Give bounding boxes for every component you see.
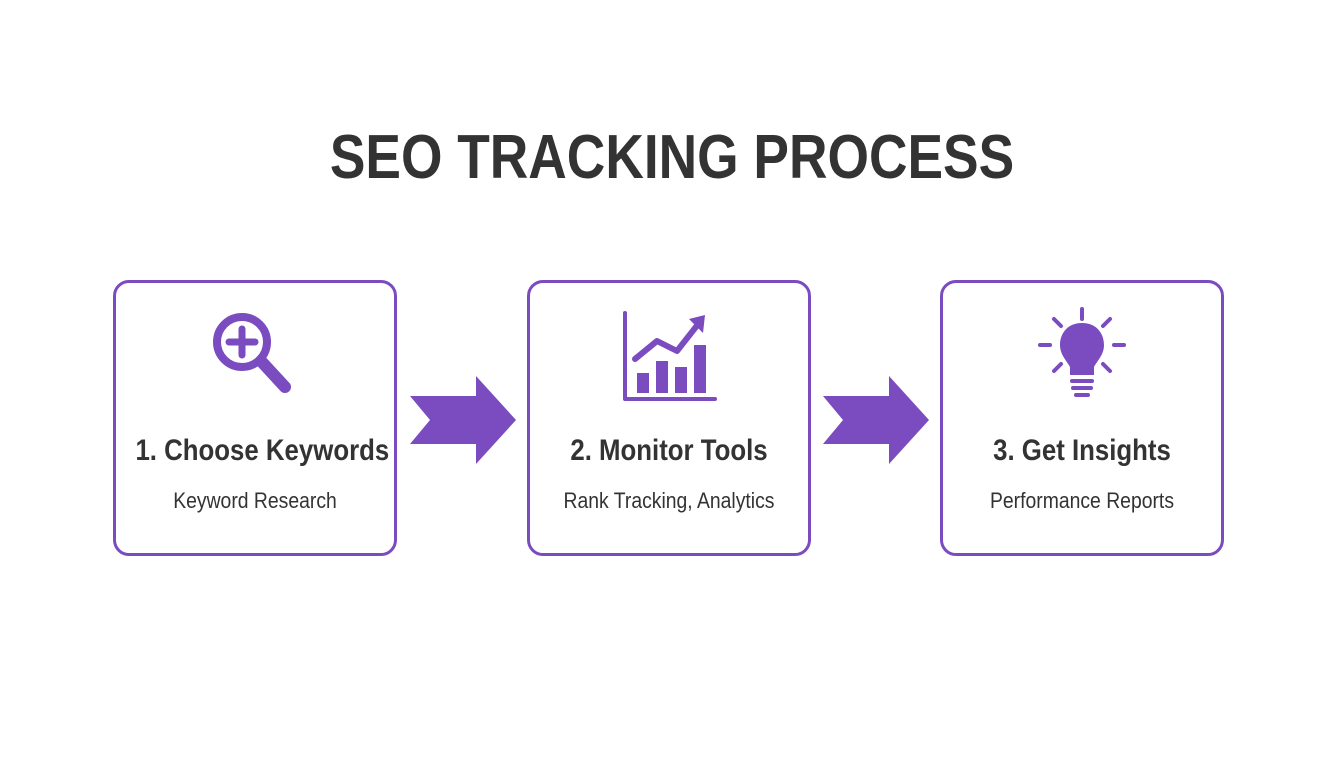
lightbulb-icon xyxy=(943,307,1221,407)
bar-chart-trend-icon xyxy=(530,307,808,407)
arrow-right-icon xyxy=(410,376,516,464)
step-title: 2. Monitor Tools xyxy=(570,434,768,467)
step-subtitle: Keyword Research xyxy=(173,488,337,513)
page-title: SEO TRACKING PROCESS xyxy=(329,123,1015,192)
step-title: 1. Choose Keywords xyxy=(135,434,390,467)
step-card-monitor-tools: 2. Monitor Tools Rank Tracking, Analytic… xyxy=(527,280,811,556)
step-subtitle: Rank Tracking, Analytics xyxy=(563,488,775,513)
magnifier-plus-icon xyxy=(116,307,394,407)
step-card-get-insights: 3. Get Insights Performance Reports xyxy=(940,280,1224,556)
step-card-choose-keywords: 1. Choose Keywords Keyword Research xyxy=(113,280,397,556)
step-subtitle: Performance Reports xyxy=(989,488,1175,513)
step-title: 3. Get Insights xyxy=(993,434,1171,467)
arrow-right-icon xyxy=(823,376,929,464)
